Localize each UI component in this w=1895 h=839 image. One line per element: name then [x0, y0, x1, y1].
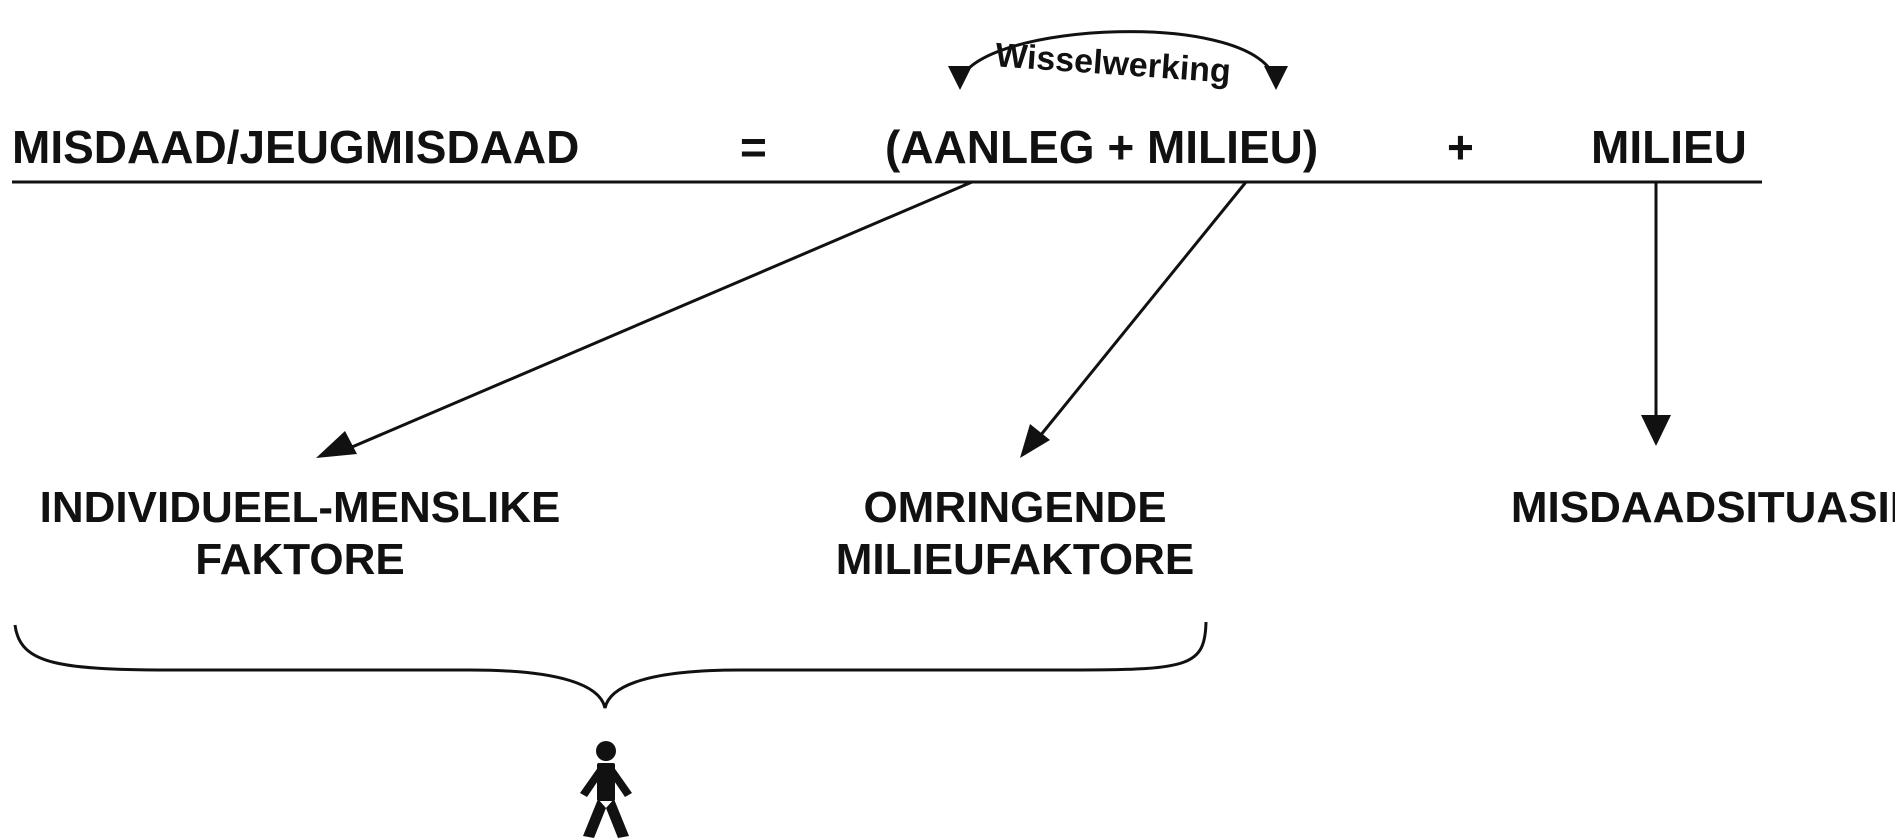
interaction-arrowhead-left — [948, 66, 972, 90]
person-icon — [580, 741, 632, 838]
arrow-milieu-head — [1020, 424, 1050, 458]
individual-factors-label: INDIVIDUEEL-MENSLIKE — [40, 483, 561, 532]
interaction-arc — [958, 30, 1278, 83]
environment-factors-label-line2: MILIEUFAKTORE — [836, 535, 1195, 584]
equation-right-term: MILIEU — [1591, 121, 1747, 173]
equals-sign: = — [740, 121, 767, 173]
arrow-situation-head — [1641, 415, 1671, 446]
grouping-brace — [13, 621, 1208, 709]
individual-factors-label-line2: FAKTORE — [195, 535, 404, 584]
arrow-aanleg-to-individual — [344, 180, 973, 452]
environment-factors-label: OMRINGENDE — [863, 483, 1166, 532]
arrow-milieu-to-environment — [1038, 181, 1248, 437]
equation-left-term: MISDAAD/JEUGMISDAAD — [12, 121, 579, 173]
crime-situation-label: MISDAADSITUASIE — [1511, 483, 1895, 532]
equation-group-term: (AANLEG + MILIEU) — [885, 121, 1318, 173]
plus-sign: + — [1447, 121, 1474, 173]
interaction-label: Wisselwerking — [994, 36, 1232, 90]
interaction-arrowhead-right — [1264, 66, 1288, 90]
arrow-aanleg-head — [316, 431, 357, 458]
